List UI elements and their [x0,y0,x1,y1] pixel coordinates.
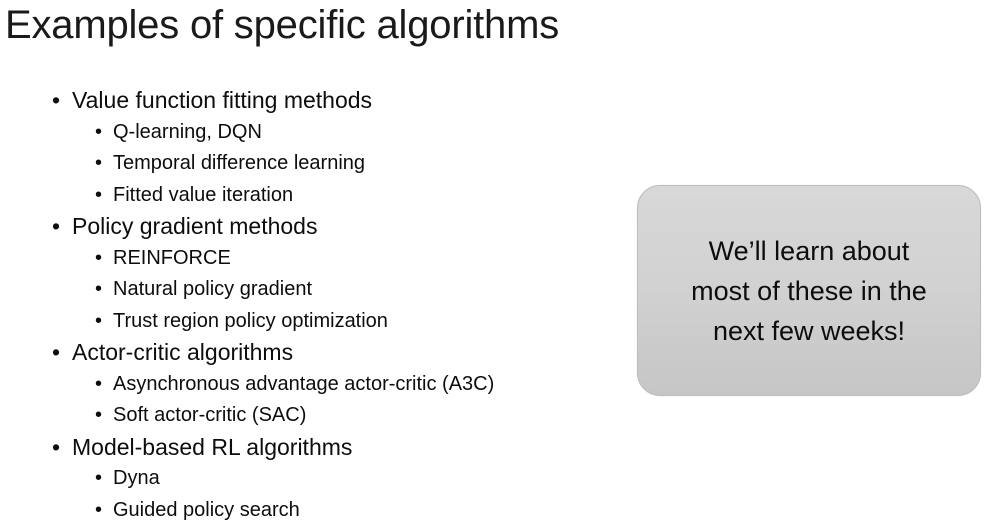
bullet-dot-icon: • [95,467,103,489]
bullet-dot-icon: • [52,339,61,365]
bullet-dot-icon: • [95,309,103,332]
bullet-dot-icon: • [95,372,103,395]
callout-line-1: We’ll learn about [708,235,910,266]
bullet-sub-item: • REINFORCE [0,243,620,275]
callout-text: We’ll learn about most of these in the n… [673,231,945,351]
bullet-heading-label: Model-based RL algorithms [72,433,353,460]
bullet-heading: • Actor-critic algorithms [0,337,620,369]
bullet-sub-item-label: Guided policy search [113,498,300,521]
bullet-sub-item: • Guided policy search [0,495,620,527]
bullet-group-model-based-rl: • Model-based RL algorithms • Dyna • Gui… [0,432,620,527]
bullet-dot-icon: • [95,246,103,269]
bullet-heading-label: Actor-critic algorithms [72,339,294,365]
callout-box: We’ll learn about most of these in the n… [637,185,981,396]
callout-line-2: most of these in the [691,275,927,306]
bullet-sub-item-label: REINFORCE [113,246,231,269]
bullet-sub-item: • Temporal difference learning [0,148,620,180]
bullet-group-actor-critic: • Actor-critic algorithms • Asynchronous… [0,337,620,432]
bullet-group-value-function-fitting: • Value function fitting methods • Q-lea… [0,85,620,211]
bullet-sub-item-label: Soft actor-critic (SAC) [113,404,307,426]
bullet-sub-item: • Soft actor-critic (SAC) [0,400,620,432]
bullet-heading-label: Policy gradient methods [72,213,318,239]
bullet-sub-item-label: Fitted value iteration [113,183,294,206]
bullet-sub-item: • Q-learning, DQN [0,117,620,149]
bullet-dot-icon: • [95,278,103,300]
algorithm-bullet-list: • Value function fitting methods • Q-lea… [0,85,620,526]
bullet-sub-item-label: Dyna [113,467,160,489]
bullet-sub-item: • Trust region policy optimization [0,306,620,338]
bullet-sub-item-label: Q-learning, DQN [113,120,262,143]
bullet-dot-icon: • [95,183,103,206]
bullet-sub-item-label: Temporal difference learning [113,152,366,174]
callout-line-3: next few weeks! [712,315,906,346]
bullet-sub-item: • Natural policy gradient [0,274,620,306]
bullet-dot-icon: • [52,87,61,113]
bullet-sub-item: • Fitted value iteration [0,180,620,212]
bullet-dot-icon: • [95,404,103,426]
bullet-group-policy-gradient: • Policy gradient methods • REINFORCE • … [0,211,620,337]
bullet-dot-icon: • [52,433,61,460]
bullet-sub-item: • Asynchronous advantage actor-critic (A… [0,369,620,401]
bullet-dot-icon: • [95,120,103,143]
bullet-sub-item-label: Trust region policy optimization [113,309,388,332]
bullet-heading: • Policy gradient methods [0,211,620,243]
bullet-sub-item-label: Asynchronous advantage actor-critic (A3C… [113,372,495,395]
bullet-heading-label: Value function fitting methods [72,87,373,113]
bullet-sub-item-label: Natural policy gradient [113,278,312,300]
page-title: Examples of specific algorithms [5,3,560,47]
bullet-dot-icon: • [52,213,61,239]
bullet-dot-icon: • [95,498,103,521]
bullet-heading: • Value function fitting methods [0,85,620,117]
bullet-heading: • Model-based RL algorithms [0,432,620,464]
bullet-sub-item: • Dyna [0,463,620,495]
bullet-dot-icon: • [95,152,103,174]
